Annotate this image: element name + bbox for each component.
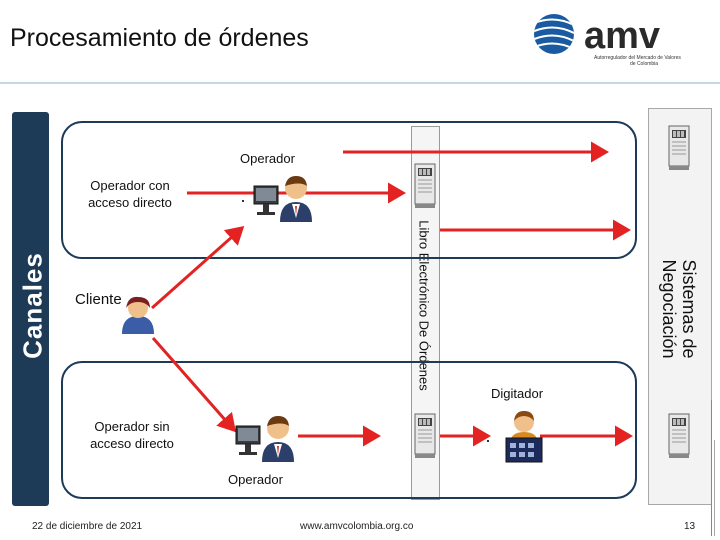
label-operador-sin-line2: acceso directo [90,436,174,451]
label-operador-con-line2: acceso directo [88,195,172,210]
group-box-top [61,121,637,259]
small-dot [242,200,244,202]
label-cliente: Cliente [75,291,122,308]
label-operador-top: Operador [240,151,295,166]
operador-person-icon [253,176,312,222]
title-divider [0,82,720,84]
footer-date: 22 de diciembre de 2021 [32,521,143,532]
server-icon-libro-bottom [414,413,436,459]
arrow-cliente-to-operador [151,226,245,310]
sistemas-negociacion-bar [648,108,712,505]
small-dot [487,440,489,442]
fine-print-strip [711,400,715,536]
arrow-cliente-to-operador-sin [151,337,236,433]
label-operador-sin-acceso: Operador sin acceso directo [74,418,190,452]
server-icon-sistemas-top [668,125,690,171]
small-dot [236,441,238,443]
label-digitador: Digitador [491,386,544,401]
cliente-person-icon [122,296,154,334]
footer-page-number: 13 [684,521,696,532]
operador-sin-person-icon [235,416,294,462]
svg-text:Autorregulador del Mercado de: Autorregulador del Mercado de Valores [594,55,681,61]
label-operador-sin-line1: Operador sin [94,419,170,434]
svg-text:de Colombia: de Colombia [630,61,658,67]
label-operador-con-line1: Operador con [90,178,170,193]
canales-bar [12,112,49,506]
label-operador-bottom: Operador [228,472,283,487]
footer-website: www.amvcolombia.org.co [300,521,414,532]
amv-logo: amv Autorregulador del Mercado de Valore… [530,14,681,67]
digitador-person-icon [505,411,543,463]
server-icon-libro-top [414,163,436,209]
server-icon-sistemas-bottom [668,413,690,459]
page-title: Procesamiento de órdenes [10,24,309,52]
group-box-bottom [61,361,637,499]
svg-text:amv: amv [584,15,660,57]
label-operador-con-acceso: Operador con acceso directo [74,177,186,211]
